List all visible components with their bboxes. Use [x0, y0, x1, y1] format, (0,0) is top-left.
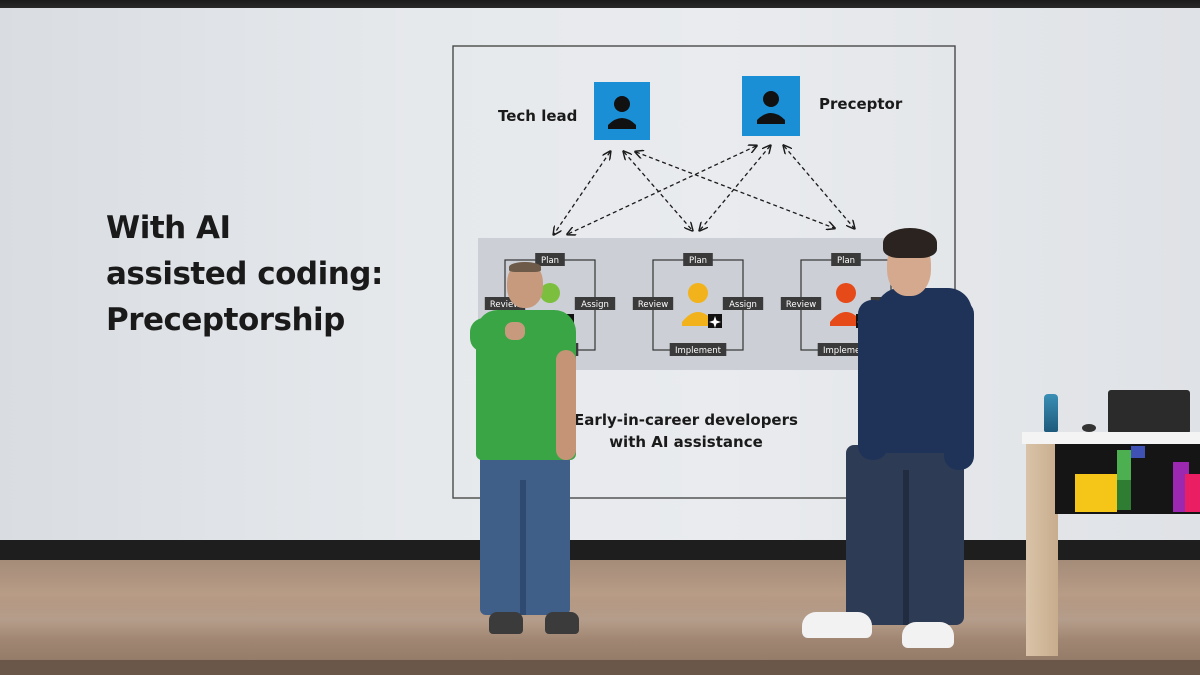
chip-plan: Plan [683, 253, 713, 266]
chip-implement: Implement [669, 343, 727, 356]
slide-title-line-1: With AI [106, 210, 231, 246]
tech-lead-label: Tech lead [498, 107, 577, 125]
svg-text:Assign: Assign [729, 300, 757, 310]
svg-text:Plan: Plan [689, 256, 707, 266]
svg-text:Plan: Plan [541, 256, 559, 266]
svg-text:Assign: Assign [581, 300, 609, 310]
speaker-1-hand [505, 322, 525, 340]
relationship-arrows [554, 146, 854, 234]
podium-leg [1026, 444, 1058, 656]
chip-review: Review [780, 297, 822, 310]
water-bottle [1044, 394, 1058, 432]
developer-person-icon [540, 283, 560, 303]
chip-assign: Assign [574, 297, 616, 310]
slide-title: With AI assisted coding: Preceptorship [106, 205, 426, 343]
caption-line-1: Early-in-career developers [574, 411, 798, 429]
speaker-1-shoe-right [545, 612, 579, 634]
speaker-1-hair [509, 262, 541, 272]
developer-person-body [830, 312, 862, 326]
tech-lead-person-icon [594, 82, 650, 140]
preceptor-person-icon [742, 76, 800, 136]
speaker-1-leg-gap [520, 480, 526, 615]
chip-review: Review [632, 297, 674, 310]
floor-reflection [0, 600, 1200, 640]
developer-person-icon [836, 283, 856, 303]
chip-plan: Plan [831, 253, 861, 266]
slide-title-line-2: assisted coding: [106, 256, 383, 292]
speaker-1-shoe-left [489, 612, 523, 634]
preceptor-label: Preceptor [819, 95, 903, 113]
slide-title-line-3: Preceptorship [106, 302, 345, 338]
speaker-2-leg-gap [903, 470, 909, 625]
podium-logo-panel [1055, 444, 1200, 514]
svg-text:Plan: Plan [837, 256, 855, 266]
developer-person-icon [688, 283, 708, 303]
svg-text:Review: Review [638, 300, 668, 310]
speaker-2-hoodie [876, 288, 972, 453]
speaker-2-sneaker-left [802, 612, 872, 638]
chip-plan: Plan [535, 253, 565, 266]
speaker-2-hair [883, 228, 937, 258]
developer-person-body [682, 312, 714, 326]
diagram-frame [452, 45, 956, 499]
stage-edge [0, 660, 1200, 675]
svg-text:Review: Review [490, 300, 520, 310]
svg-text:Review: Review [786, 300, 816, 310]
svg-text:Implement: Implement [675, 346, 722, 356]
caption-line-2: with AI assistance [609, 433, 763, 451]
screen-base [0, 540, 1200, 562]
laptop [1108, 390, 1190, 434]
stage-floor [0, 560, 1200, 675]
chip-assign: Assign [722, 297, 764, 310]
mouse [1082, 424, 1096, 432]
speaker-1-arm [556, 350, 576, 460]
speaker-2-sneaker-right [902, 622, 954, 648]
podium-top [1022, 432, 1200, 444]
svg-text:Implement: Implement [823, 346, 870, 356]
